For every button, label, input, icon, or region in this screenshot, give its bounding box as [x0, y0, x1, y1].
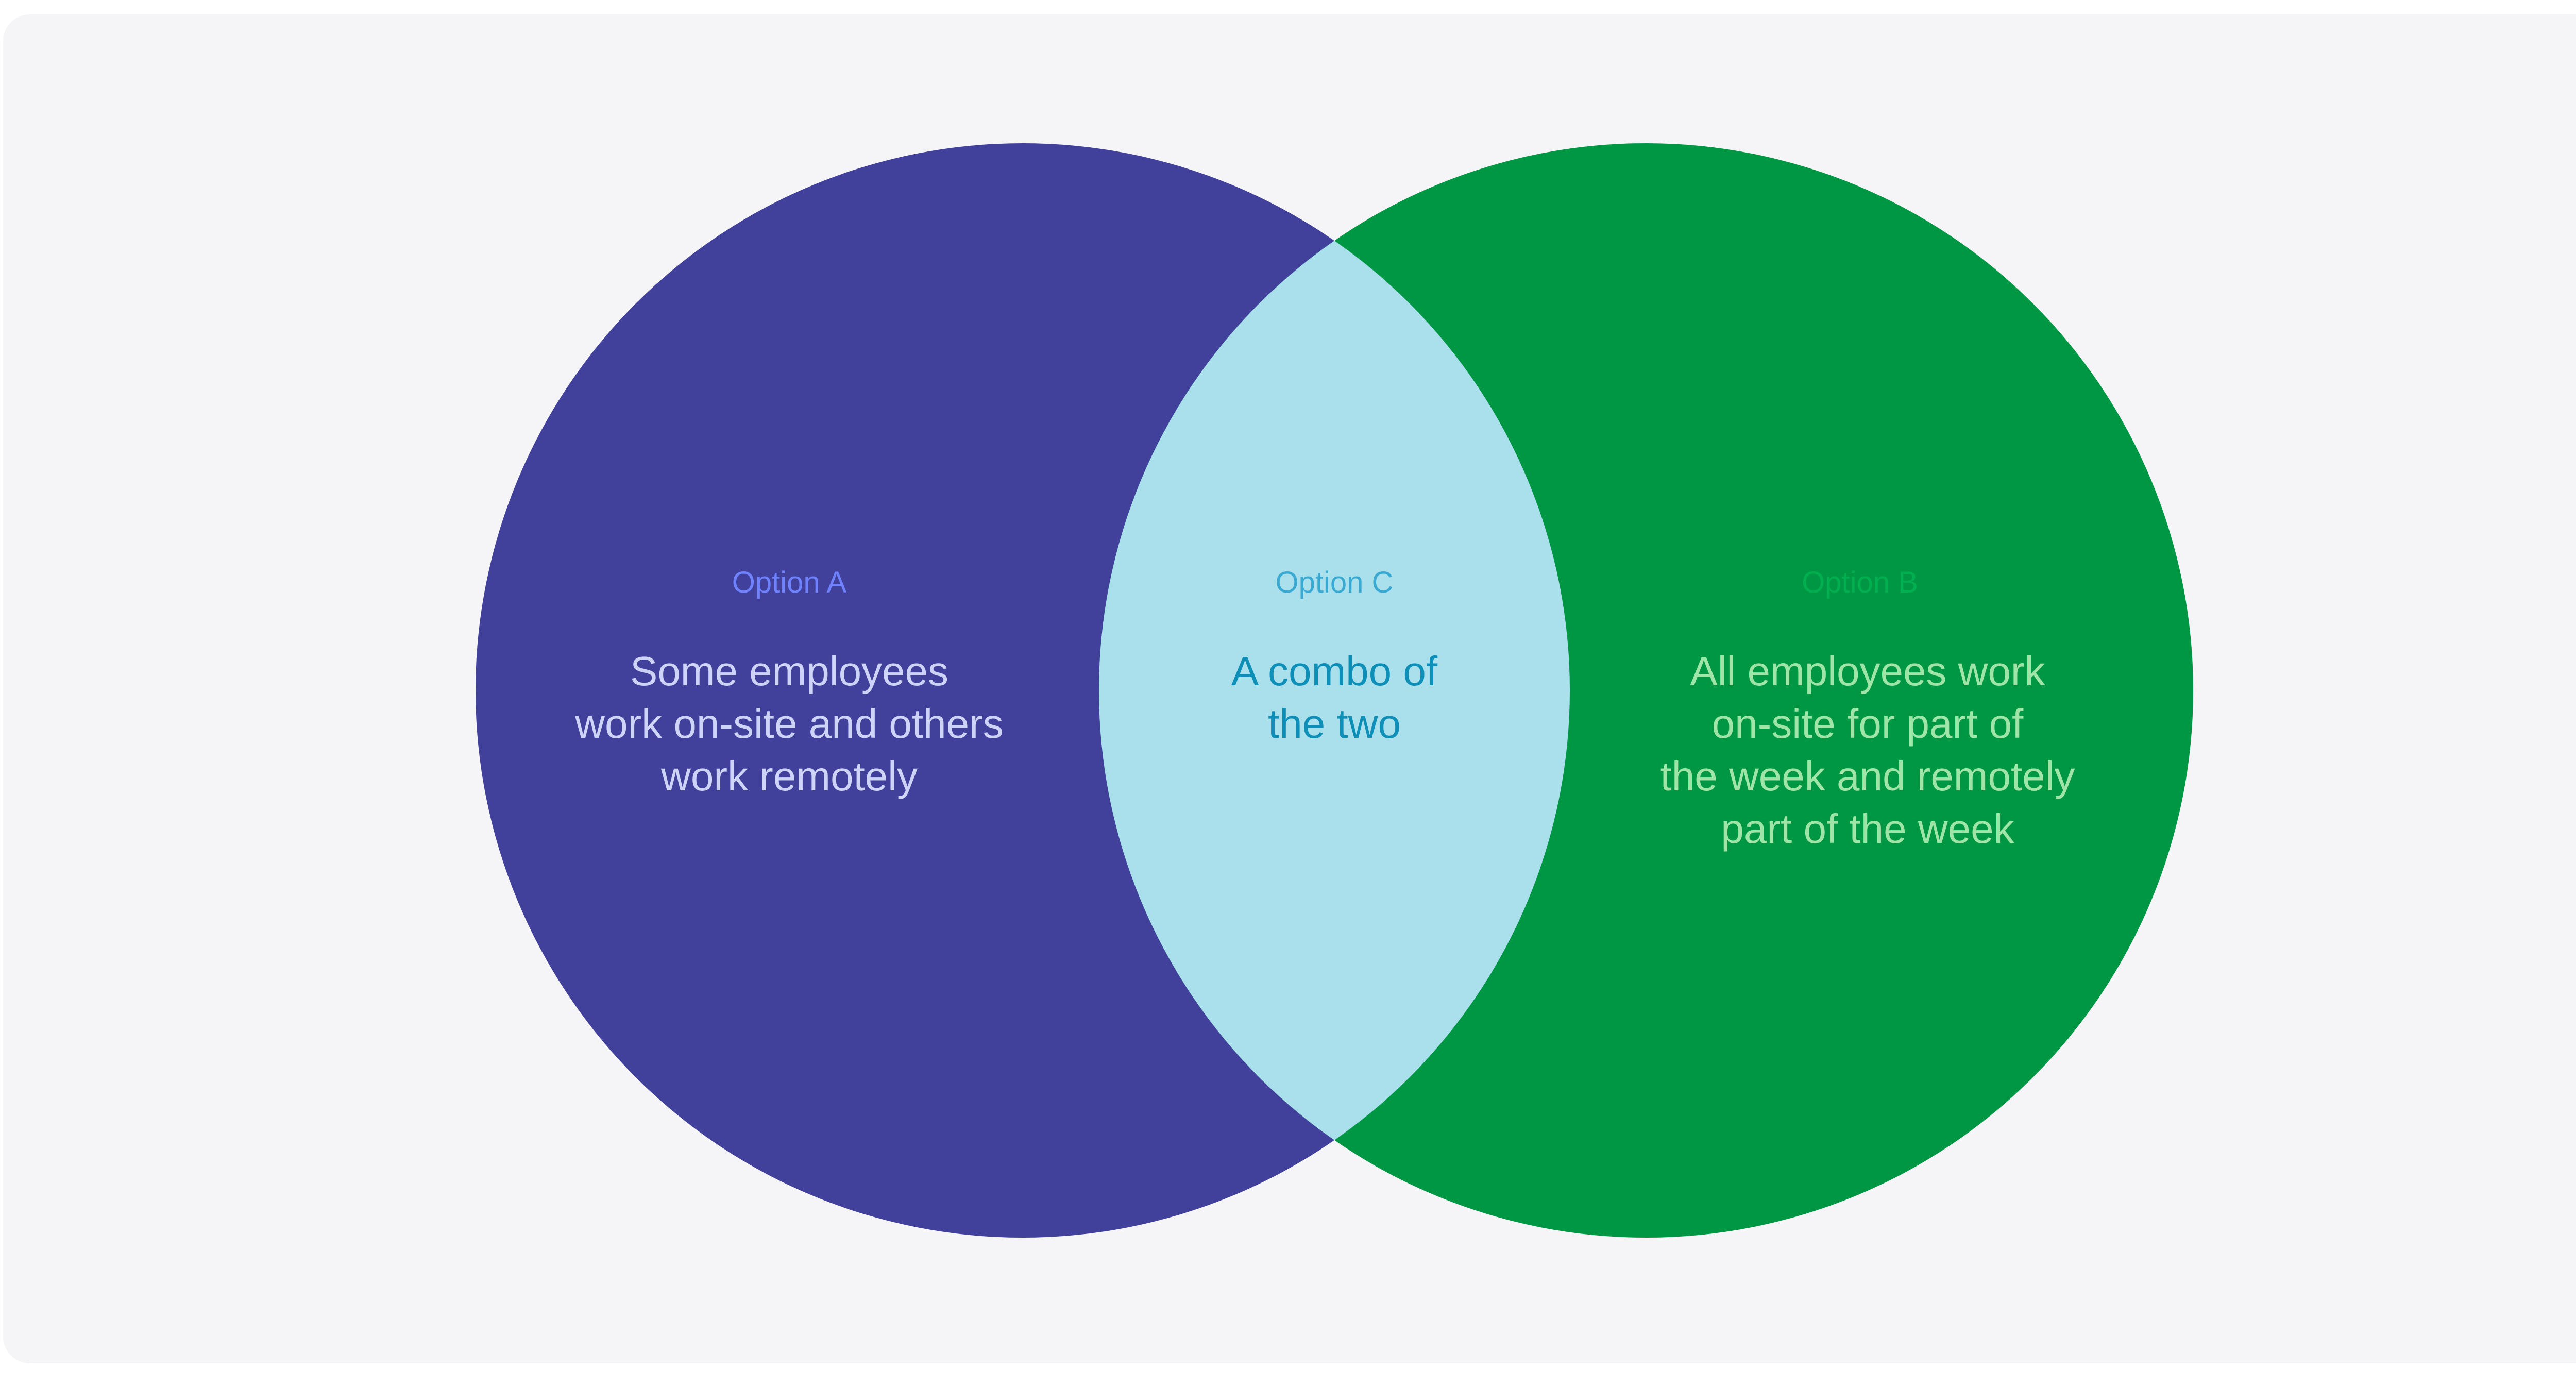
option-b-label: Option B	[1802, 566, 1918, 599]
option-c-label: Option C	[1276, 566, 1394, 599]
option-a-label: Option A	[732, 566, 847, 599]
option-b-line-1: All employees work	[1690, 648, 2045, 694]
option-b-line-3: the week and remotely	[1660, 753, 2075, 799]
option-a-line-2: work on-site and others	[574, 701, 1004, 747]
option-c-line-2: the two	[1268, 701, 1401, 747]
option-b-line-2: on-site for part of	[1712, 701, 2024, 747]
option-b-line-4: part of the week	[1721, 806, 2014, 852]
overlap-option-c	[1099, 143, 1570, 1238]
option-a-line-1: Some employees	[630, 648, 948, 694]
option-a-line-3: work remotely	[660, 753, 918, 799]
option-c-line-1: A combo of	[1231, 648, 1438, 694]
